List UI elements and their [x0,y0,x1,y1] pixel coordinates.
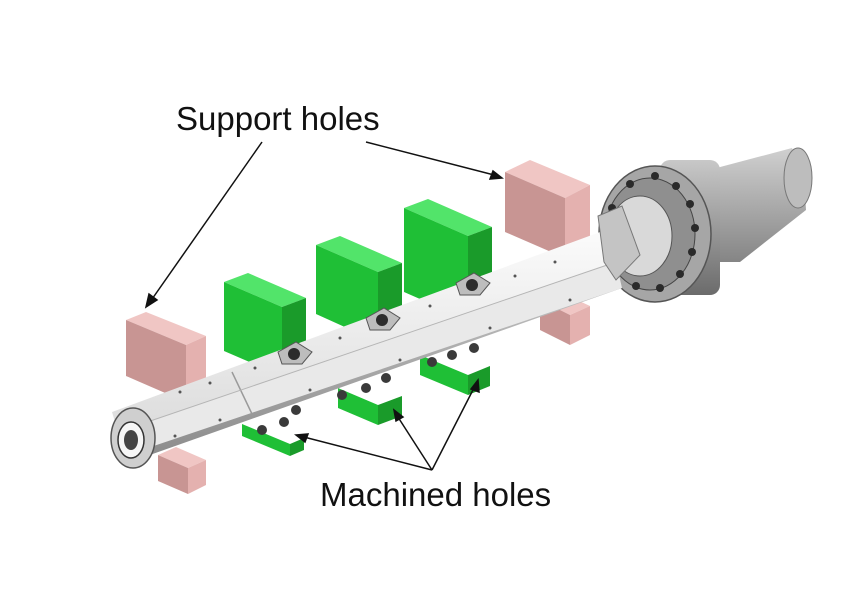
cutting-insert-bottom [257,343,479,435]
support-arrow-left [144,141,263,309]
machined-arrow-1 [294,433,433,471]
boring-bar [110,205,641,469]
support-holes-label: Support holes [176,100,380,137]
machined-arrow-2 [392,408,433,471]
cutting-insert-top [277,272,491,365]
machined-holes-label: Machined holes [320,476,552,513]
machined-arrow-3 [431,378,480,471]
tool-holder [598,147,813,303]
support-arrow-right [365,141,504,180]
machined-block-1 [224,273,306,456]
machined-block-2 [316,236,402,425]
